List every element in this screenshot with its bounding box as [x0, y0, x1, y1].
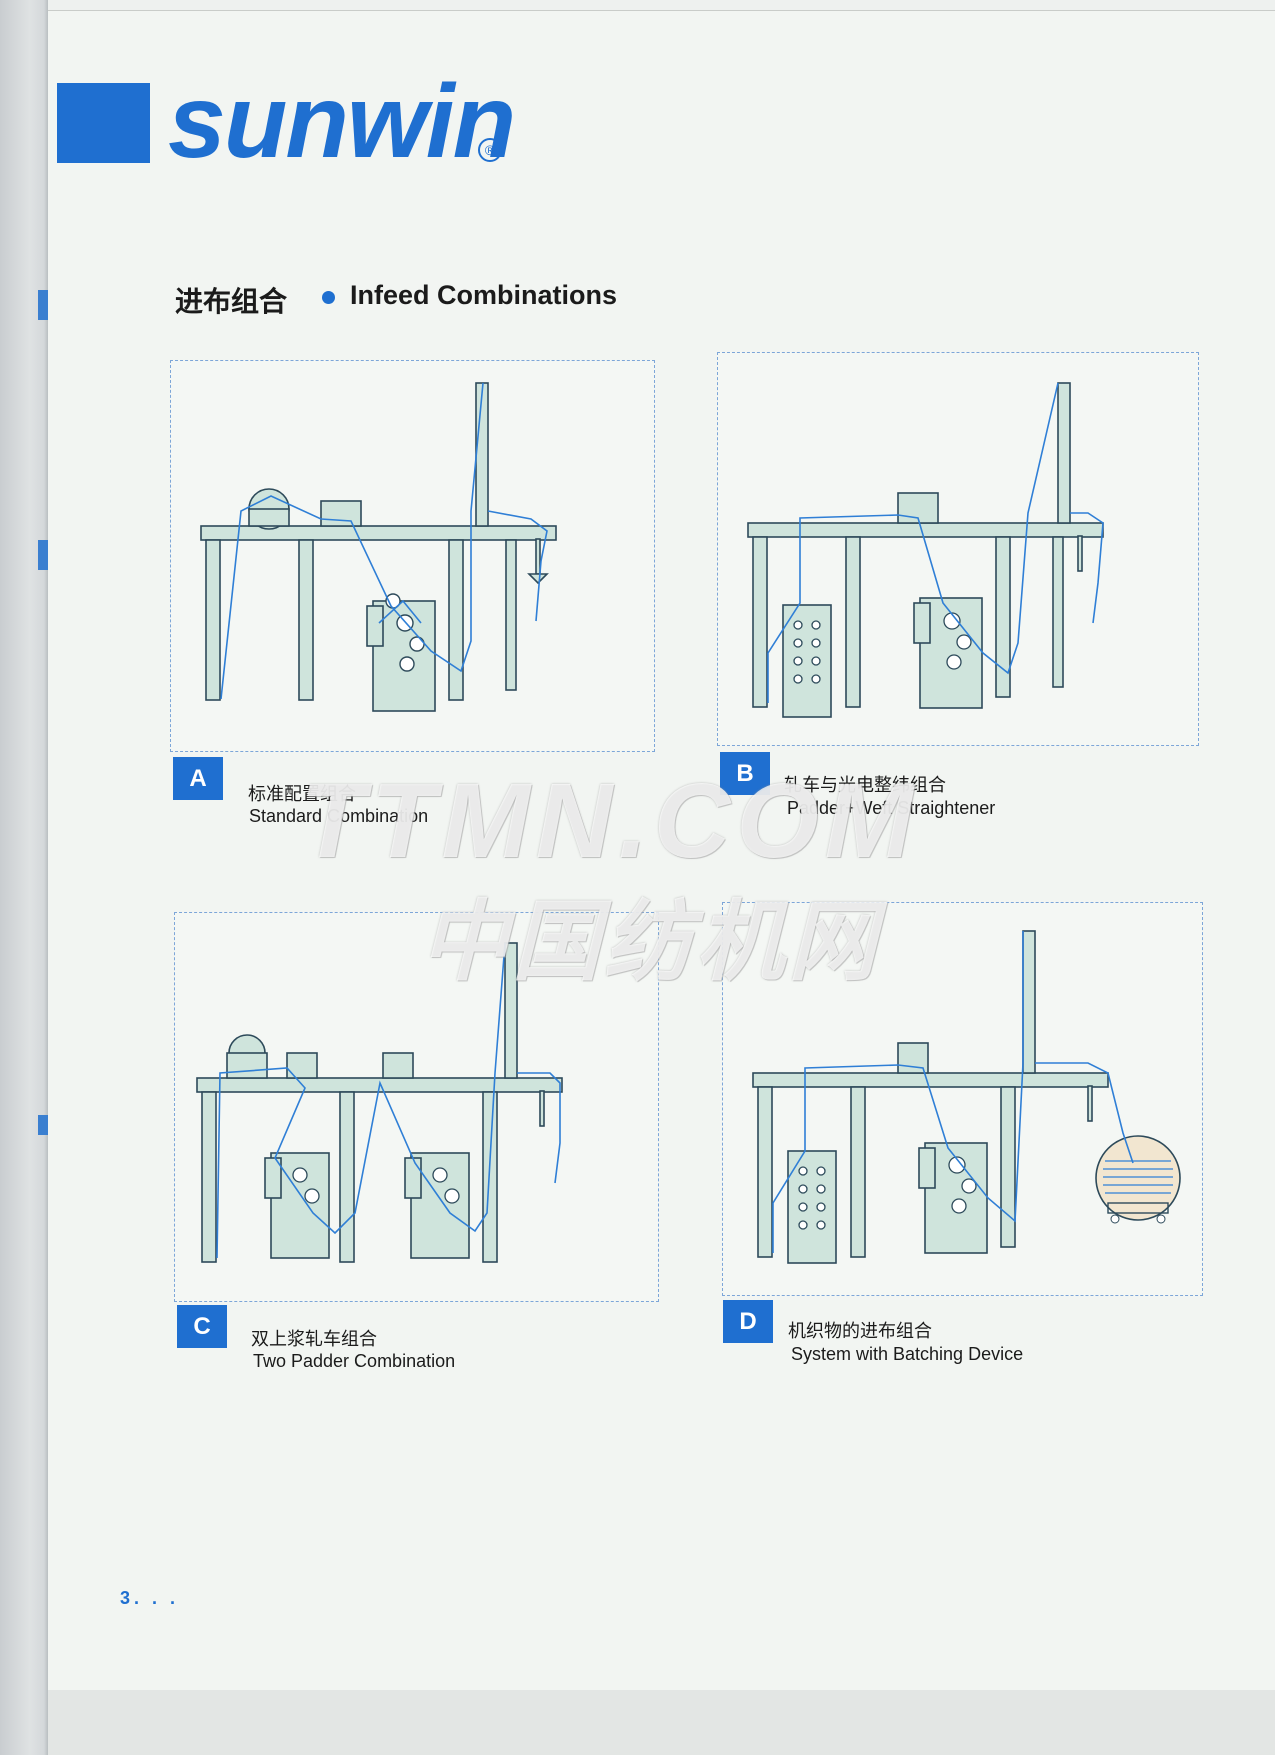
page-number: 3. . . [120, 1588, 180, 1608]
page-underlay [48, 1690, 1275, 1755]
panel-a-caption-en: Standard Combination [249, 806, 429, 826]
diagram-panel-d [722, 902, 1203, 1296]
panel-d-caption-cn: 机织物的进布组合 [788, 1321, 932, 1341]
panel-a-caption-cn: 标准配置组合 [248, 784, 356, 804]
watermark-text: TTMN.COM [300, 762, 920, 880]
panel-badge-d: D [723, 1300, 773, 1343]
binding-spine [0, 0, 48, 1755]
panel-badge-b: B [720, 752, 770, 795]
panel-b-caption-cn: 轧车与光电整纬组合 [784, 775, 946, 795]
spine-stripe [38, 290, 48, 320]
panel-badge-c: C [177, 1305, 227, 1348]
panel-d-caption-en: System with Batching Device [791, 1344, 1024, 1364]
diagram-panel-c [174, 912, 659, 1302]
panel-c-caption-en: Two Padder Combination [253, 1351, 456, 1371]
brand-logo: sunwin [168, 64, 516, 180]
spine-stripe [38, 1115, 48, 1135]
diagram-panel-a [170, 360, 655, 752]
panel-badge-a: A [173, 757, 223, 800]
panel-c-caption-cn: 双上浆轧车组合 [251, 1329, 377, 1349]
registered-mark: ® [478, 138, 502, 162]
section-title-en: Infeed Combinations [350, 280, 618, 310]
brochure-page [48, 10, 1275, 1691]
spine-stripe [38, 540, 48, 570]
panel-b-caption-en: Padder+Weft Straightener [787, 798, 996, 818]
logo-blue-block [57, 83, 150, 163]
batching-cart-icon [1095, 1135, 1181, 1224]
diagram-panel-b [717, 352, 1199, 746]
batching-device-diagram [752, 930, 1181, 1264]
section-title-cn: 进布组合 [175, 286, 288, 317]
standard-combination-diagram [200, 382, 557, 712]
watermark-text-cn: 中国纺机网 [420, 892, 881, 991]
two-padder-diagram [196, 942, 563, 1263]
padder-weft-straightener-diagram [747, 382, 1104, 718]
bullet-dot-icon [322, 291, 335, 304]
